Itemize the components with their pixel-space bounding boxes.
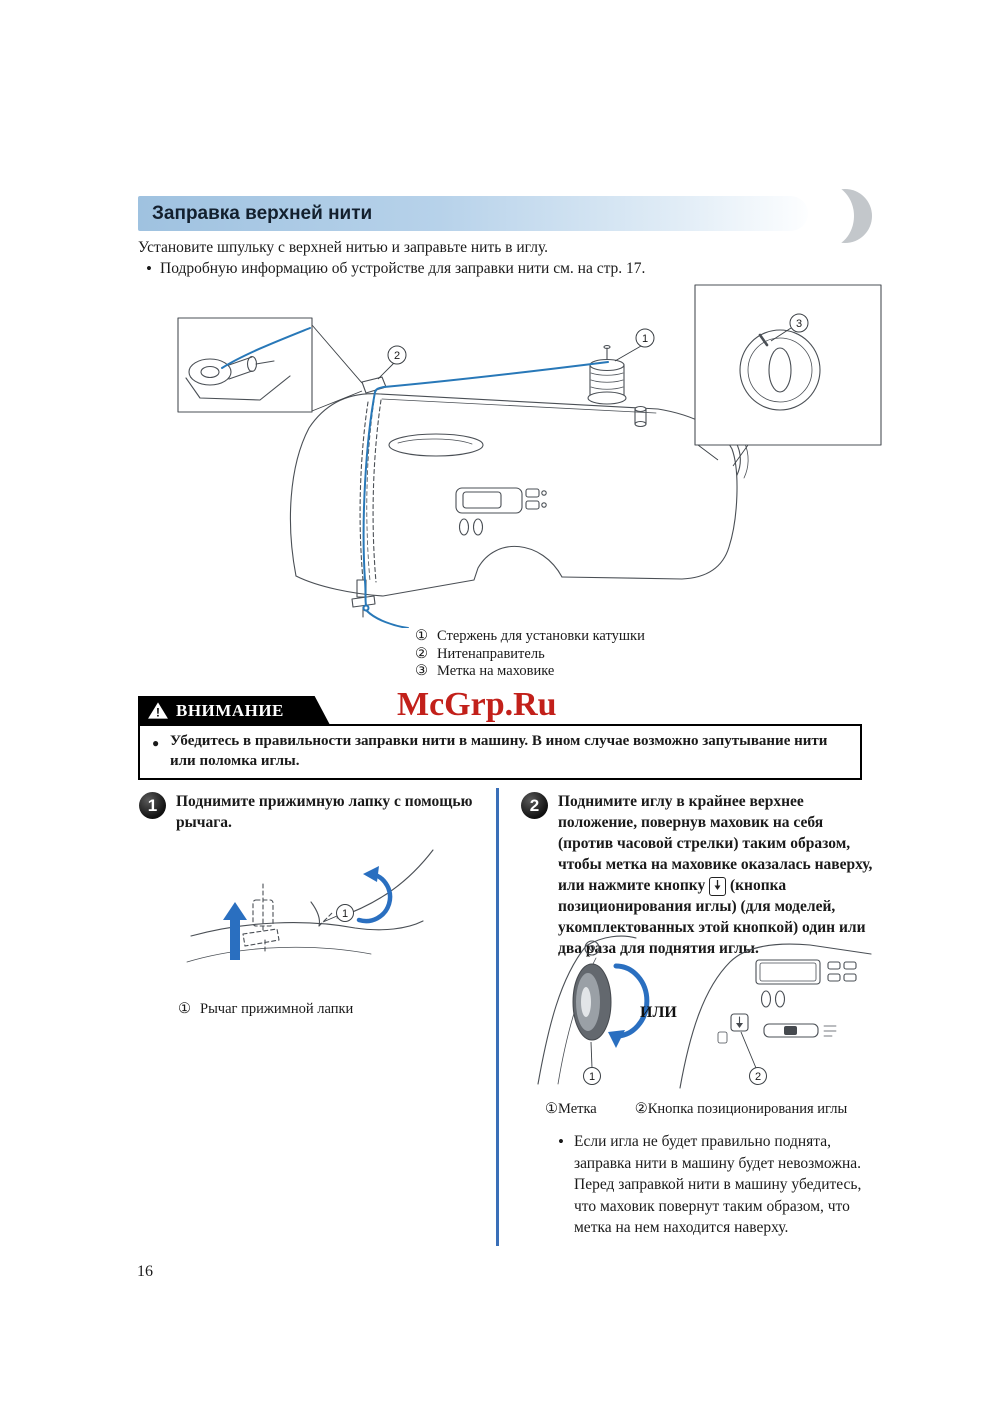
corner-crescent-decoration [798, 184, 872, 248]
step2-callout-1: 1 [583, 1041, 601, 1085]
machine-drawing [289, 393, 749, 618]
diagram-legend: ① Стержень для установки катушки ② Нитен… [415, 628, 645, 681]
needle-position-button-icon [709, 877, 727, 896]
legend-item-thread-guide: ② Нитенаправитель [415, 646, 645, 664]
callout-3: 3 [770, 313, 809, 342]
needle-position-button-drawing [730, 1013, 749, 1032]
upper-thread-path [362, 361, 609, 629]
handwheel-rotate-arrow [613, 963, 650, 1039]
thread-guide-drawing [361, 376, 387, 394]
step1-legend: ① Рычаг прижимной лапки [178, 1001, 353, 1018]
section-title: Заправка верхней нити [152, 202, 373, 224]
step2-callout-2-number: 2 [755, 1071, 761, 1083]
step1-illustration: 1 [185, 842, 450, 994]
step2-legend-label-2: Кнопка позиционирования иглы [647, 1101, 848, 1117]
lift-arrow-up [223, 902, 247, 960]
caution-box: Убедитесь в правильности заправки нити в… [138, 724, 862, 780]
step2-legend-num-1: ① [545, 1101, 558, 1117]
step2-legend-label-1: Метка [558, 1101, 597, 1117]
step2-callout-2: 2 [740, 1031, 767, 1085]
callout-2: 2 [377, 345, 407, 380]
column-divider [496, 788, 499, 1246]
handwheel-and-panel-illustration: 1 [537, 935, 872, 1089]
caution-banner: ! ВНИМАНИЕ [138, 696, 330, 725]
legend-item-spool-pin: ① Стержень для установки катушки [415, 628, 645, 646]
page-number: 16 [137, 1263, 153, 1280]
presser-foot-lever-drawing [310, 901, 321, 927]
step1-legend-num: ① [178, 1001, 191, 1017]
step2-legend-item-button: ②Кнопка позиционирования иглы [635, 1101, 847, 1118]
intro-text: Установите шпульку с верхней нитью и зап… [138, 239, 549, 256]
legend-label-2: Нитенаправитель [437, 645, 545, 662]
legend-num-1: ① [415, 628, 428, 644]
step2-illustration: 1 [528, 932, 873, 1090]
spool-cap-inset [177, 317, 363, 413]
callout-2-number: 2 [394, 350, 400, 362]
step2-instruction: Поднимите иглу в крайнее верхнее положен… [558, 791, 873, 959]
or-label: ИЛИ [640, 1004, 677, 1021]
threading-diagram: 1 2 [138, 278, 890, 629]
caution-text: Убедитесь в правильности заправки нити в… [152, 732, 848, 771]
legend-item-handwheel-mark: ③ Метка на маховике [415, 663, 645, 681]
caution-title: ВНИМАНИЕ [176, 700, 284, 720]
step2-legend-item-mark: ①Метка [545, 1101, 597, 1118]
watermark-text: McGrp.Ru [397, 686, 557, 723]
step2-callout-1-number: 1 [589, 1071, 595, 1083]
step1-callout-1-number: 1 [342, 908, 348, 920]
intro-bullet-note: Подробную информацию об устройстве для з… [146, 259, 780, 279]
legend-num-3: ③ [415, 663, 428, 679]
step2-legend: ①Метка ②Кнопка позиционирования иглы [545, 1101, 847, 1118]
legend-num-2: ② [415, 645, 428, 662]
warning-exclamation: ! [156, 706, 160, 719]
step1-instruction: Поднимите прижимную лапку с помощью рыча… [176, 793, 473, 831]
legend-label-1: Стержень для установки катушки [437, 628, 645, 644]
handwheel-drawing [572, 963, 612, 1041]
step1-callout-1: 1 [322, 904, 354, 923]
callout-1-number: 1 [642, 333, 648, 345]
section-header: Заправка верхней нити [138, 196, 808, 231]
legend-label-3: Метка на маховике [437, 663, 555, 679]
presser-foot-illustration: 1 [186, 849, 434, 963]
step2-text-before: Поднимите иглу в крайнее верхнее положен… [558, 793, 873, 894]
step2-badge: 2 [521, 792, 548, 819]
step1-badge: 1 [139, 792, 166, 819]
lever-rotate-arrow [356, 871, 393, 924]
callout-3-number: 3 [796, 318, 802, 330]
step1-legend-label: Рычаг прижимной лапки [200, 1001, 354, 1017]
step2-text-after: (кнопка позиционирования иглы) (для моде… [558, 877, 866, 957]
sewing-machine-illustration: 1 2 [177, 284, 882, 629]
warning-triangle-icon: ! [148, 702, 168, 719]
control-panel-drawing [679, 943, 872, 1089]
spool-pin-drawing [587, 344, 647, 428]
handwheel-inset: 3 [694, 284, 882, 467]
callout-1: 1 [614, 328, 655, 362]
step2-note: Если игла не будет правильно поднята, за… [558, 1131, 870, 1239]
step2-legend-num-2: ② [634, 1101, 648, 1117]
